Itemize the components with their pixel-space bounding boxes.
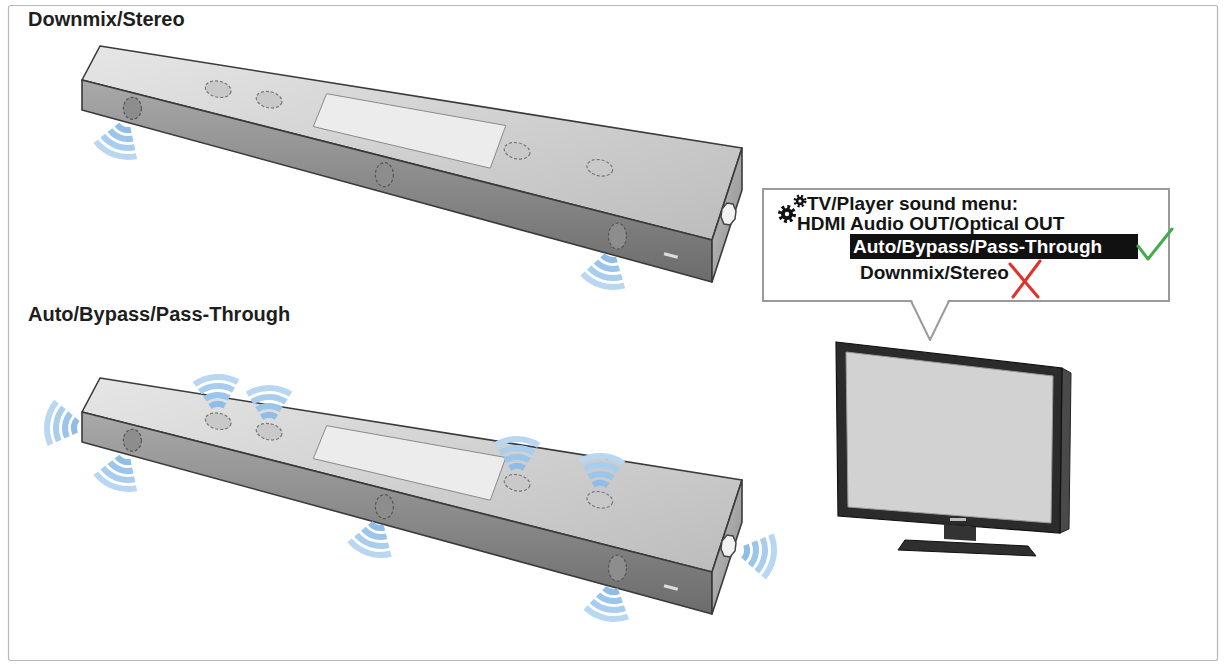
cross-stroke — [1010, 264, 1038, 297]
tv-stand-neck — [944, 524, 976, 541]
gear-hole — [798, 199, 801, 202]
gear-teeth — [795, 196, 805, 206]
menu-callout: TV/Player sound menu:HDMI Audio OUT/Opti… — [762, 188, 1170, 302]
menu-subheading: HDMI Audio OUT/Optical OUT — [797, 213, 1064, 234]
mode-heading: Downmix/Stereo — [28, 8, 185, 30]
gear-teeth — [780, 207, 794, 221]
check-mark — [1138, 229, 1172, 259]
callout-tail-outline — [911, 301, 949, 340]
sound-waves — [741, 531, 777, 579]
settings-gear-icon — [780, 196, 805, 221]
tv-screen — [846, 352, 1053, 523]
tv-bezel — [836, 342, 1062, 533]
tv-logo — [950, 518, 966, 521]
sound-waves — [579, 455, 624, 486]
cross-stroke — [1013, 261, 1040, 297]
sound-waves — [94, 120, 145, 162]
sound-waves — [194, 376, 239, 407]
sound-waves — [247, 388, 290, 417]
soundbar — [82, 378, 742, 614]
sound-waves — [94, 452, 145, 494]
selected-option: Auto/Bypass/Pass-Through — [850, 234, 1138, 259]
sound-waves — [348, 519, 398, 560]
soundbar-passthrough — [44, 376, 777, 623]
gear-body — [796, 197, 804, 205]
tv-stand-base — [898, 540, 1036, 556]
gear-hole — [785, 212, 789, 216]
sound-waves — [581, 251, 631, 291]
figure-frame — [9, 6, 1218, 661]
menu-heading: TV/Player sound menu: — [807, 193, 1018, 214]
menu-option: Auto/Bypass/Pass-Through — [853, 236, 1102, 257]
callout-tail-fill — [911, 298, 949, 340]
cross-mark — [1010, 261, 1040, 297]
callout-tail — [911, 298, 949, 340]
mode-heading: Auto/Bypass/Pass-Through — [28, 303, 290, 325]
menu-option: Downmix/Stereo — [860, 262, 1009, 283]
sound-waves — [44, 401, 79, 448]
tv-set — [836, 342, 1071, 556]
sound-waves — [495, 439, 538, 468]
soundbar — [82, 46, 742, 282]
soundbar-downmix — [82, 46, 742, 291]
gear-body — [781, 208, 793, 220]
sound-waves — [584, 585, 633, 623]
